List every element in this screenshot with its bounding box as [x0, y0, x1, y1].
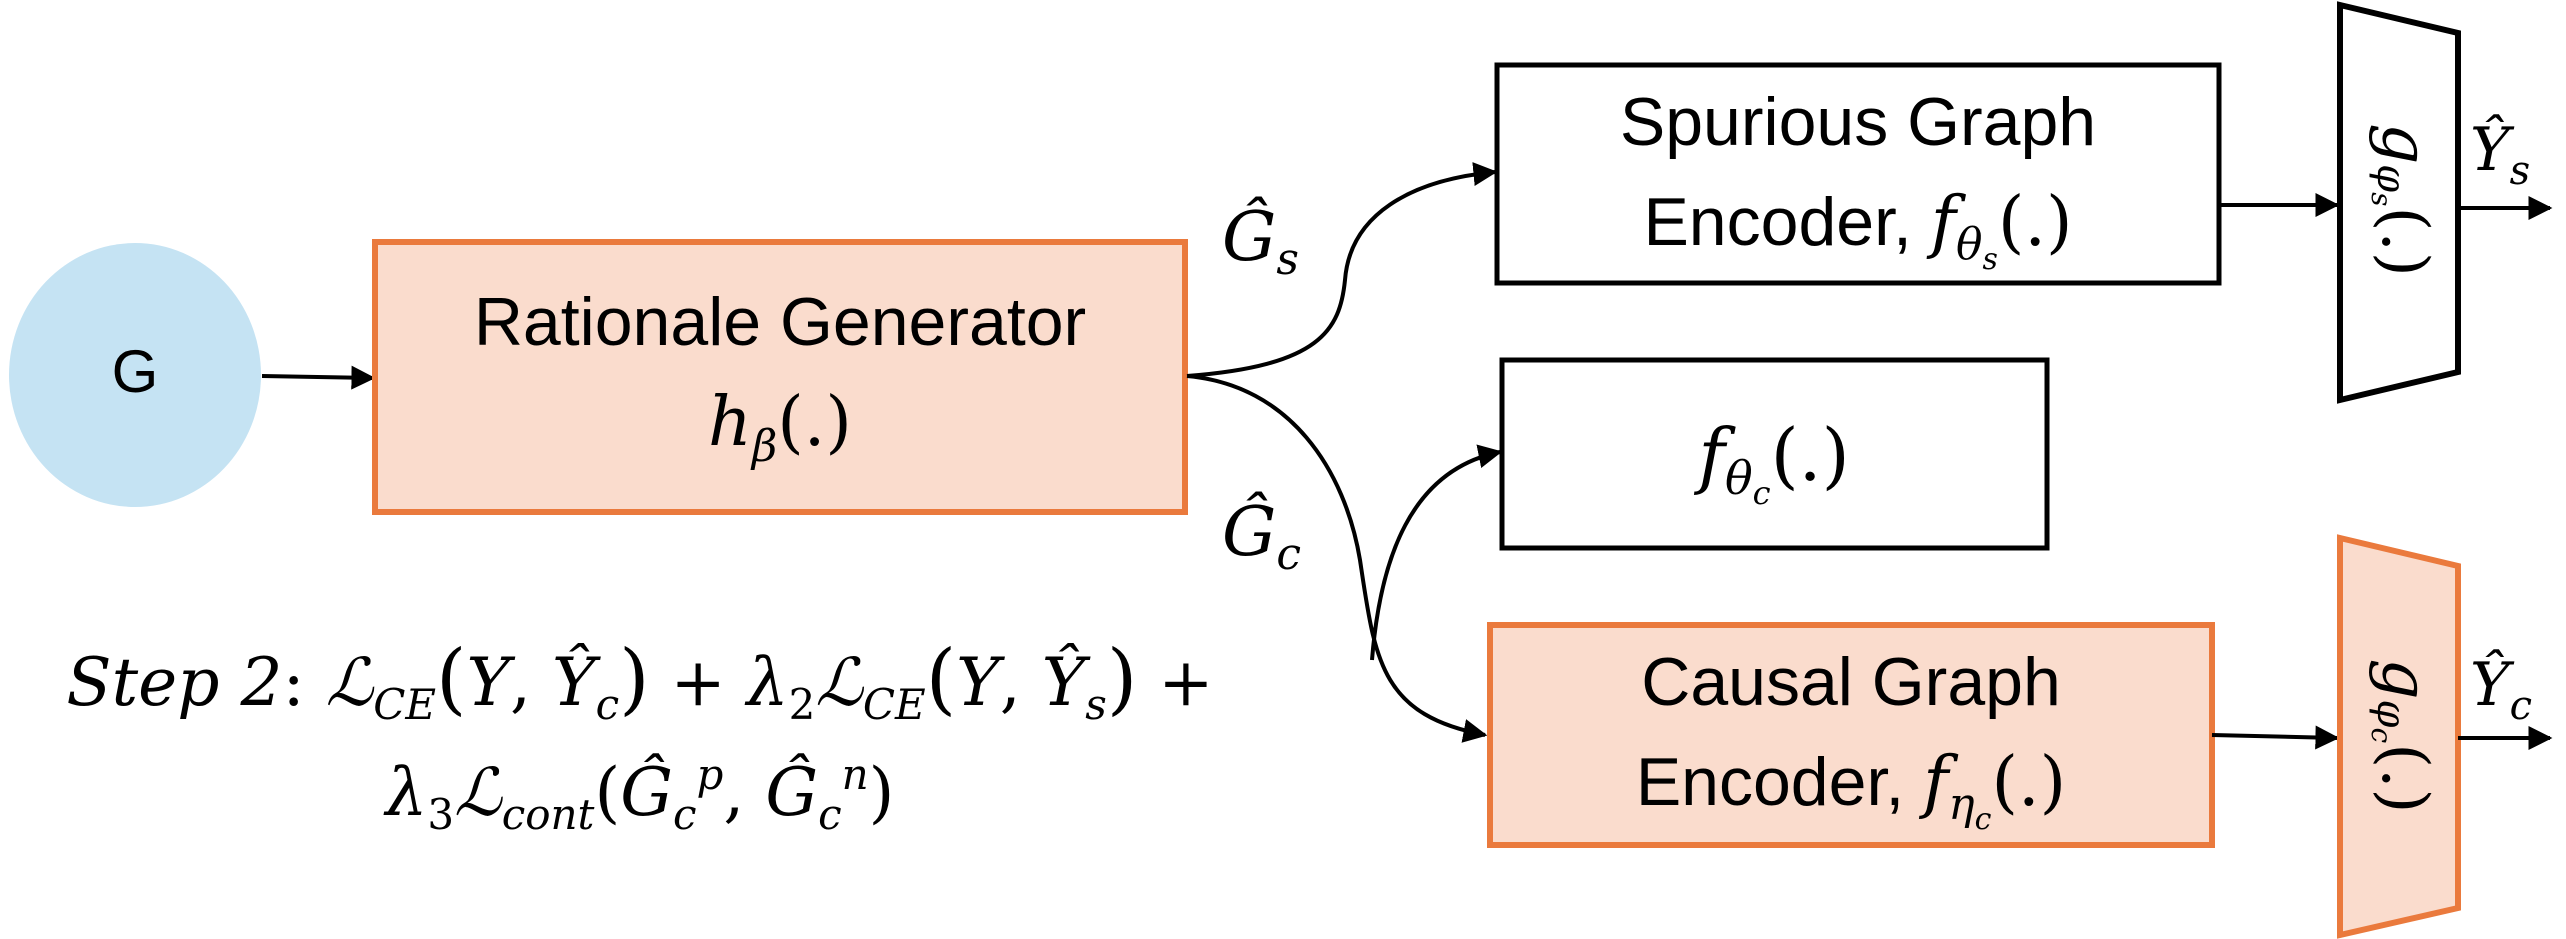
- theta-c-rect: [1499, 357, 2050, 551]
- input-node: G: [9, 243, 261, 507]
- theta-c-box: fθc(.): [1499, 357, 2050, 551]
- spurious-classifier-shape: [2337, 1, 2461, 404]
- edge-label-spurious: Ĝs: [1222, 197, 1299, 285]
- spurious-encoder-box: Spurious Graph Encoder, fθs(.): [1494, 62, 2222, 286]
- rationale-generator-rect: [372, 239, 1188, 515]
- objective-formula: Step 2: ℒCE(Y, Ŷc) + λ2ℒCE(Y, Ŷs) + λ3ℒc…: [66, 634, 1213, 839]
- causal-output-label: Ŷc: [2470, 649, 2532, 729]
- arrow-generator-to-spurious: [1186, 162, 1498, 378]
- spurious-classifier-func: gφs(.): [2366, 123, 2442, 277]
- input-node-circle: [9, 243, 261, 507]
- spurious-encoder-rect: [1494, 62, 2222, 286]
- rationale-generator-func: hβ(.): [708, 383, 852, 472]
- causal-encoder-rect: [1487, 622, 2215, 848]
- arrow-input-to-generator: [261, 365, 376, 390]
- objective-line1: Step 2: ℒCE(Y, Ŷc) + λ2ℒCE(Y, Ŷs) +: [66, 634, 1213, 729]
- theta-c-func: fθc(.): [1693, 413, 1849, 512]
- causal-encoder-line1: Causal Graph: [1641, 644, 2061, 720]
- causal-classifier: gφc(.): [2337, 534, 2461, 939]
- arrow-causal-branch-to-theta-c: [1370, 444, 1503, 661]
- spurious-output-label: Ŷs: [2470, 114, 2530, 194]
- objective-line2: λ3ℒcont(Ĝcp, Ĝcn): [383, 750, 895, 839]
- spurious-classifier: gφs(.): [2337, 1, 2461, 404]
- edge-label-causal: Ĝc: [1222, 492, 1301, 580]
- rationale-generator-title: Rationale Generator: [474, 284, 1086, 360]
- causal-classifier-shape: [2337, 534, 2461, 939]
- spurious-encoder-line2: Encoder, fθs(.): [1643, 183, 2072, 277]
- input-node-label: G: [112, 338, 159, 405]
- arrow-causal-encoder-to-classifier: [2211, 725, 2340, 750]
- rationale-generator-box: Rationale Generator hβ(.): [372, 239, 1188, 515]
- arrow-generator-to-causal: [1186, 374, 1488, 743]
- causal-classifier-func: gφc(.): [2366, 659, 2442, 814]
- spurious-encoder-line1: Spurious Graph: [1620, 84, 2096, 160]
- causal-encoder-box: Causal Graph Encoder, fηc(.): [1487, 622, 2215, 848]
- causal-encoder-line2: Encoder, fηc(.): [1636, 743, 2066, 837]
